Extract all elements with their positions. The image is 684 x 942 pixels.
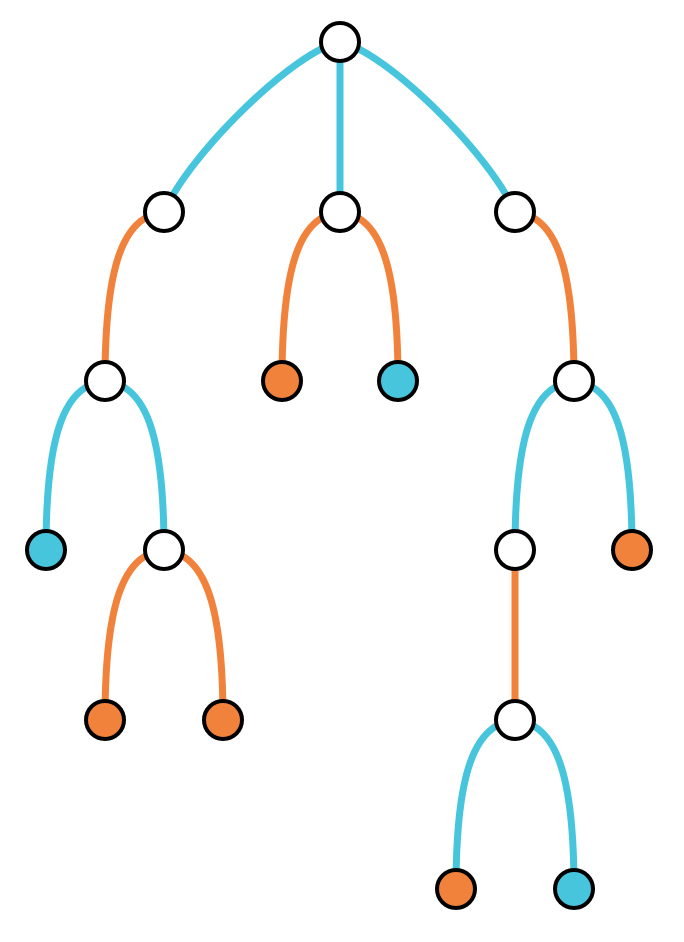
internal-node-c <box>494 191 536 233</box>
internal-node-c1 <box>553 360 595 402</box>
internal-node-a1 <box>84 360 126 402</box>
internal-node-a1r <box>143 529 185 571</box>
leaf-node-b2 <box>377 360 419 402</box>
nodes-layer <box>25 21 653 910</box>
leaf-node-c1r <box>611 529 653 571</box>
leaf-node-a1l <box>25 529 67 571</box>
internal-node-a <box>143 191 185 233</box>
leaf-node-a1rr <box>202 699 244 741</box>
leaf-node-c1l1r <box>553 868 595 910</box>
internal-node-c1l1 <box>494 699 536 741</box>
internal-node-root <box>319 21 361 63</box>
leaf-node-b1 <box>261 360 303 402</box>
internal-node-c1l <box>494 529 536 571</box>
leaf-node-c1l1l <box>435 868 477 910</box>
internal-node-b <box>319 191 361 233</box>
leaf-node-a1rl <box>84 699 126 741</box>
